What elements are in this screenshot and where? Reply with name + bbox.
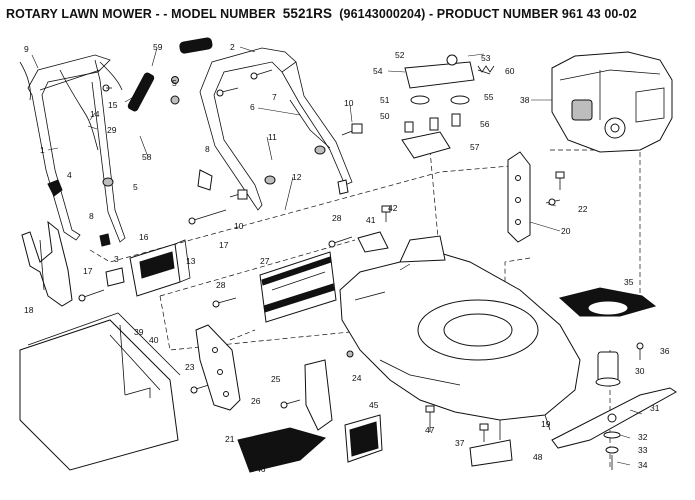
- callout-22: 22: [578, 204, 588, 214]
- callout-47: 47: [425, 425, 435, 435]
- callout-59: 59: [153, 42, 163, 52]
- callout-16: 16: [139, 232, 149, 242]
- callout-41: 41: [366, 215, 376, 225]
- callout-24: 24: [352, 373, 362, 383]
- callout-20: 20: [561, 226, 571, 236]
- callout-4: 4: [67, 170, 72, 180]
- upper-handle: [199, 47, 353, 211]
- callout-50: 50: [380, 111, 390, 121]
- callout-35: 35: [624, 277, 634, 287]
- callout-5b: 5: [133, 182, 138, 192]
- callout-10a: 10: [344, 98, 354, 108]
- callout-57: 57: [470, 142, 480, 152]
- callout-3: 3: [114, 254, 119, 264]
- throttle-bracket-assembly: [401, 54, 491, 159]
- title-suffix: (96143000204) - PRODUCT NUMBER 961 43 00…: [339, 7, 637, 21]
- callout-leader-lines: [31, 46, 643, 466]
- callout-1: 1: [40, 145, 45, 155]
- cam-levers-and-latches: [47, 169, 349, 247]
- title-prefix: ROTARY LAWN MOWER - - MODEL NUMBER: [6, 7, 276, 21]
- callout-2: 2: [230, 42, 235, 52]
- bracket-part-27: [259, 251, 337, 323]
- callout-55: 55: [484, 92, 494, 102]
- model-number: 5521RS: [282, 6, 333, 21]
- callout-17b: 17: [83, 266, 93, 276]
- rear-flap-part-46: [237, 427, 327, 473]
- callout-26: 26: [251, 396, 261, 406]
- callout-8a: 8: [205, 144, 210, 154]
- diagram-title: ROTARY LAWN MOWER - - MODEL NUMBER 5521R…: [6, 6, 637, 21]
- callout-45: 45: [369, 400, 379, 410]
- height-adjuster-part-20: [507, 151, 531, 243]
- callout-31: 31: [650, 403, 660, 413]
- callout-19: 19: [541, 419, 551, 429]
- callout-14: 14: [90, 109, 100, 119]
- callout-40: 40: [149, 335, 159, 345]
- control-cables: [19, 61, 123, 151]
- grass-bag-parts-39-40: [19, 312, 181, 471]
- rear-shield-part-18: [21, 220, 73, 307]
- handle-grips: [127, 37, 213, 112]
- callout-30: 30: [635, 366, 645, 376]
- callout-28a: 28: [332, 213, 342, 223]
- callout-17a: 17: [219, 240, 229, 250]
- callout-38: 38: [520, 95, 530, 105]
- callout-13: 13: [186, 256, 196, 266]
- mulch-plug-part-45: [344, 414, 383, 463]
- callout-33: 33: [638, 445, 648, 455]
- callout-48: 48: [533, 452, 543, 462]
- callout-39: 39: [134, 327, 144, 337]
- callout-9: 9: [24, 44, 29, 54]
- callout-8b: 8: [89, 211, 94, 221]
- callout-18: 18: [24, 305, 34, 315]
- mower-deck-part-19: [339, 235, 581, 440]
- callout-15: 15: [108, 100, 118, 110]
- callout-56: 56: [480, 119, 490, 129]
- callout-10b: 10: [234, 221, 244, 231]
- callout-29: 29: [107, 125, 117, 135]
- blade-assembly: [551, 287, 677, 470]
- callout-23: 23: [185, 362, 195, 372]
- callout-51: 51: [380, 95, 390, 105]
- callout-42: 42: [388, 203, 398, 213]
- callout-36: 36: [660, 346, 670, 356]
- callout-11: 11: [268, 132, 277, 142]
- callout-28b: 28: [216, 280, 226, 290]
- callout-46: 46: [256, 464, 266, 474]
- callout-32: 32: [638, 432, 648, 442]
- callout-37: 37: [455, 438, 465, 448]
- bracket-part-3: [105, 267, 125, 287]
- callout-58: 58: [142, 152, 152, 162]
- callout-labels: 9 59 2 52 53 54 60 5 7 15 38 51 55 10 6 …: [24, 42, 670, 474]
- callout-12: 12: [292, 172, 302, 182]
- callout-53: 53: [481, 53, 491, 63]
- callout-52: 52: [395, 50, 405, 60]
- callout-25: 25: [271, 374, 281, 384]
- callout-34: 34: [638, 460, 648, 470]
- callout-5a: 5: [172, 78, 177, 88]
- callout-60: 60: [505, 66, 515, 76]
- callout-54: 54: [373, 66, 383, 76]
- height-adjuster-part-21: [195, 324, 241, 411]
- callout-7: 7: [272, 92, 277, 102]
- side-deflector-part-25: [304, 359, 333, 431]
- guard-part-48: [469, 439, 513, 467]
- spring-part-60: [477, 65, 495, 73]
- callout-21: 21: [225, 434, 235, 444]
- bracket-part-16: [129, 239, 191, 297]
- engine-part-38: [551, 51, 673, 153]
- cover-part-41: [357, 231, 389, 253]
- callout-6: 6: [250, 102, 255, 112]
- callout-27: 27: [260, 256, 270, 266]
